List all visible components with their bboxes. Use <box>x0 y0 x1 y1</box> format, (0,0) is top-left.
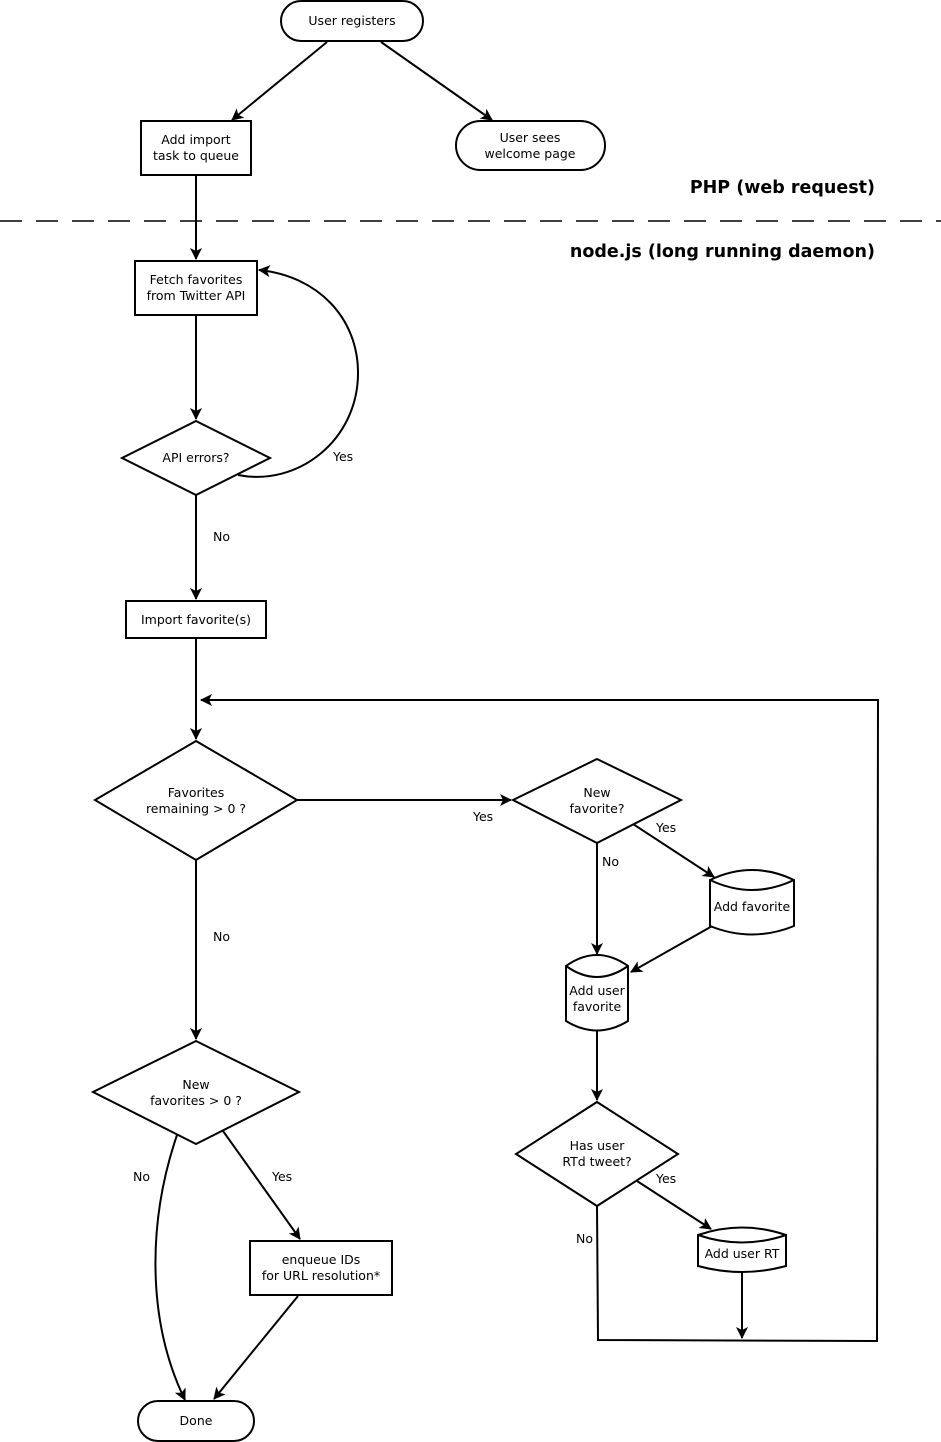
node-label-line1: Has user <box>570 1138 626 1153</box>
node-label-line1: Add user <box>569 983 625 998</box>
terminal-user-registers: User registers <box>280 0 424 42</box>
node-label-line1: enqueue IDs <box>282 1252 361 1267</box>
terminal-user-sees-welcome: User sees welcome page <box>455 120 606 171</box>
edge-label-rtd-no: No <box>576 1231 593 1246</box>
decision-favorites-remaining: Favorites remaining > 0 ? <box>93 739 299 862</box>
edge-new-favs-yes <box>222 1130 301 1240</box>
node-label: API errors? <box>162 450 229 465</box>
storage-add-user-favorite: Add user favorite <box>565 954 629 1032</box>
node-label-line2: from Twitter API <box>147 288 246 303</box>
node-label-line2: welcome page <box>485 146 576 161</box>
node-label: User registers <box>308 13 395 28</box>
node-label-line1: User sees <box>500 130 561 145</box>
node-label-line2: for URL resolution* <box>262 1268 380 1283</box>
edge-enqueue-to-done <box>213 1295 299 1400</box>
decision-new-favorite: New favorite? <box>510 757 684 845</box>
process-add-import-task: Add import task to queue <box>140 120 252 176</box>
edge-label-api-errors-yes: Yes <box>332 449 353 464</box>
zone-label-node: node.js (long running daemon) <box>570 242 875 262</box>
storage-add-user-rt: Add user RT <box>697 1226 787 1273</box>
node-label-line1: Add import <box>161 132 231 147</box>
node-label-line2: task to queue <box>153 148 239 163</box>
edge-api-errors-yes-loop <box>237 265 360 478</box>
edge-register-to-import-task <box>231 41 328 121</box>
edge-rtd-yes <box>636 1180 712 1230</box>
edge-register-to-welcome <box>380 41 493 121</box>
edge-labels: Yes No Yes No Yes No Yes No No Yes <box>133 449 676 1246</box>
storage-add-favorite: Add favorite <box>709 869 795 936</box>
edge-add-favorite-to-user-favorite <box>630 924 715 973</box>
decision-new-favorites-gt0: New favorites > 0 ? <box>90 1039 302 1146</box>
node-label-line2: RTd tweet? <box>562 1154 631 1169</box>
node-label-line1: Favorites <box>168 785 224 800</box>
node-label: Add favorite <box>714 899 791 914</box>
edge-label-remaining-no: No <box>213 929 230 944</box>
node-label-line2: remaining > 0 ? <box>146 801 246 816</box>
node-label: Import favorite(s) <box>141 612 251 627</box>
edges <box>154 41 880 1401</box>
node-label-line1: Fetch favorites <box>150 272 243 287</box>
edge-new-favorite-yes <box>632 823 715 878</box>
process-fetch-favorites: Fetch favorites from Twitter API <box>134 260 258 316</box>
edge-label-rtd-yes: Yes <box>655 1171 676 1186</box>
edge-label-remaining-yes: Yes <box>472 809 493 824</box>
terminal-done: Done <box>137 1400 255 1442</box>
node-label: Done <box>180 1413 213 1428</box>
zone-label-php: PHP (web request) <box>690 178 875 198</box>
edge-label-new-favorite-yes: Yes <box>655 820 676 835</box>
node-label: Add user RT <box>705 1246 780 1261</box>
edge-label-new-favs-no: No <box>133 1169 150 1184</box>
node-label-line1: New <box>583 785 610 800</box>
node-label-line2: favorite <box>573 999 622 1014</box>
edge-label-api-errors-no: No <box>213 529 230 544</box>
node-label-line2: favorite? <box>570 801 625 816</box>
edge-label-new-favorite-no: No <box>602 854 619 869</box>
node-label-line1: New <box>182 1077 209 1092</box>
decision-api-errors: API errors? <box>119 419 273 497</box>
process-import-favorites: Import favorite(s) <box>125 600 267 639</box>
edge-new-favs-no <box>154 1134 186 1401</box>
decision-has-user-rtd: Has user RTd tweet? <box>514 1100 680 1208</box>
process-enqueue-ids: enqueue IDs for URL resolution* <box>249 1240 393 1296</box>
edge-label-new-favs-yes: Yes <box>271 1169 292 1184</box>
edge-loop-back-to-remaining <box>200 694 880 1343</box>
node-label-line2: favorites > 0 ? <box>150 1093 242 1108</box>
